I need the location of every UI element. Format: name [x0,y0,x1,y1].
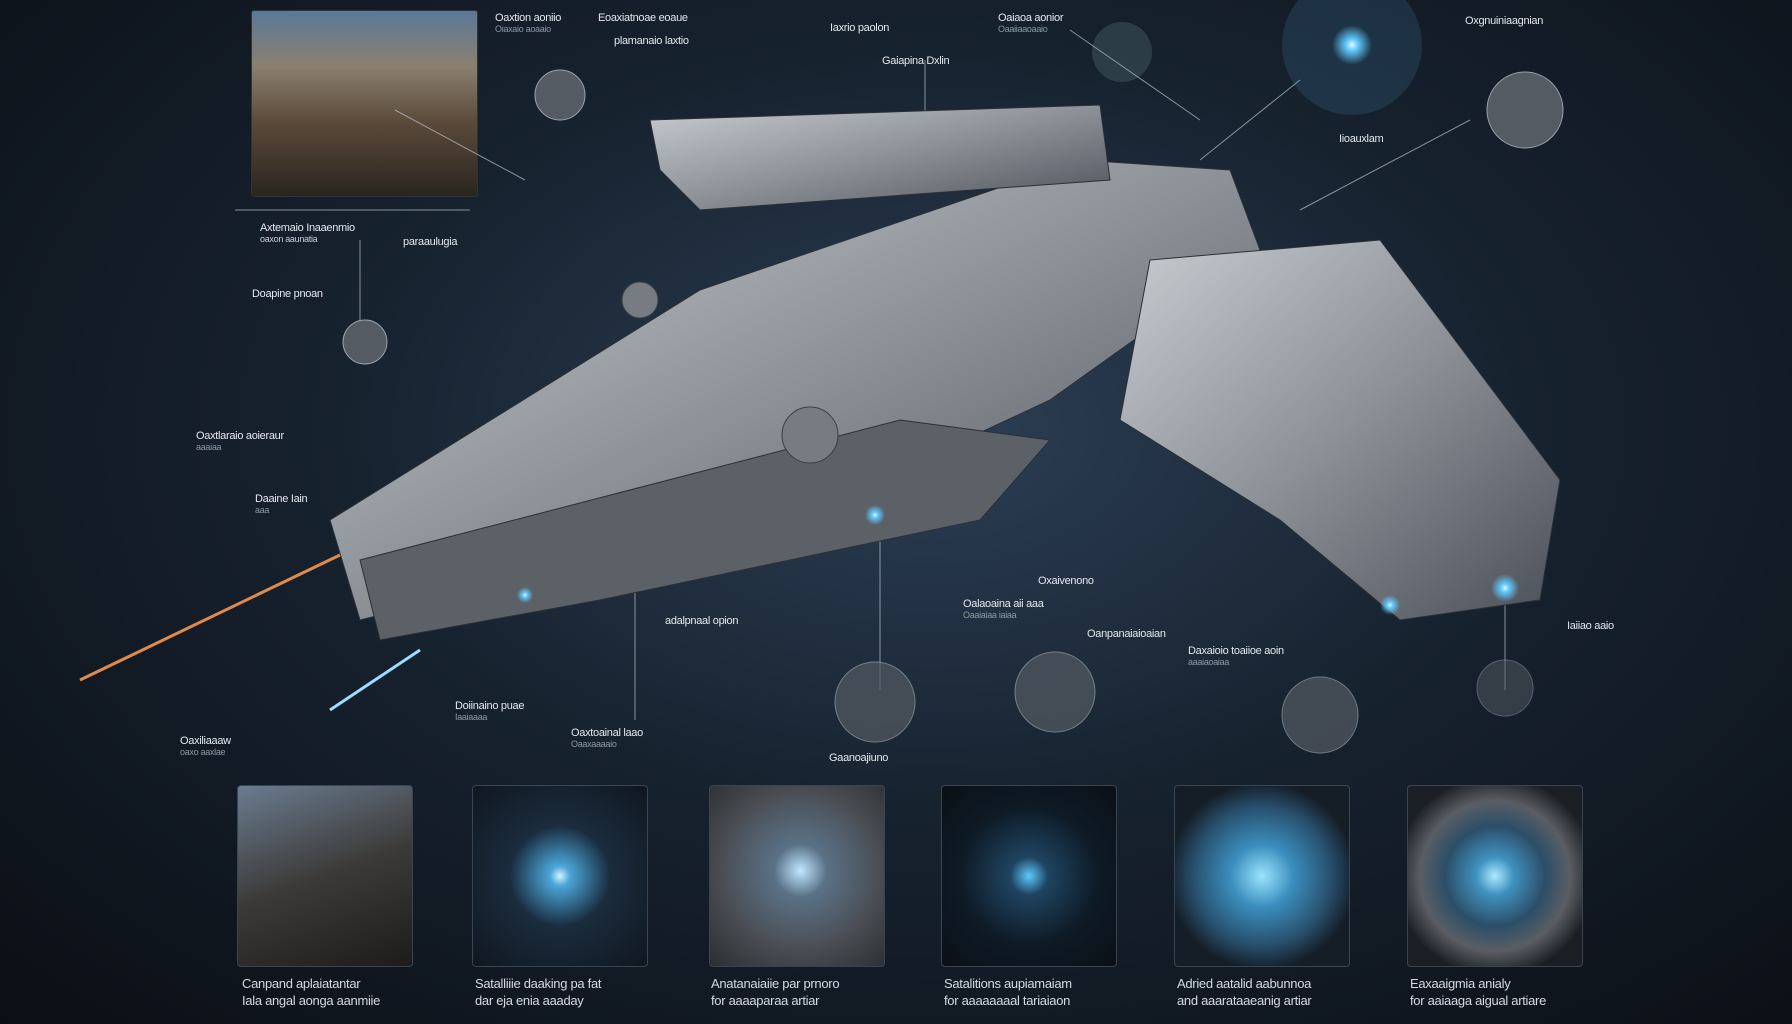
callout-label: Gaanoajiuno [829,752,889,764]
panel-satellite-deployment [941,785,1117,967]
callout-label: Iioauxlam [1339,133,1384,145]
callout-label: Iaiiao aaio [1567,620,1614,632]
connector-lines [235,29,1506,720]
panel-orbital-view [237,785,413,967]
engine-glows [517,0,1519,615]
callout-label: Oxgnuiniaagnian [1465,15,1544,27]
panel-advanced-satellite [1174,785,1350,967]
callout-label: Iaxrio paolon [830,22,890,34]
panel-autonomous [709,785,885,967]
callout-label: adalpnaal opion [665,615,739,627]
callout-label: paraaulugia [403,236,458,248]
hull [329,104,1561,641]
callout-label: Oanpanaiaioaian [1087,628,1166,640]
callout-label: Eoaxiatnoae eoaue [598,12,688,24]
inset-ship-over-planet [251,10,478,197]
callout-label: Gaiapina Dxlin [882,55,950,67]
panel-energy [1407,785,1583,967]
callout-label: Doapine pnoan [252,288,323,300]
callout-label: plamanaio laxtio [614,35,689,47]
satellites [342,69,1564,754]
laser-beams [79,553,421,712]
callout-label: Oxaivenono [1038,575,1094,587]
panel-satellite-docking [472,785,648,967]
